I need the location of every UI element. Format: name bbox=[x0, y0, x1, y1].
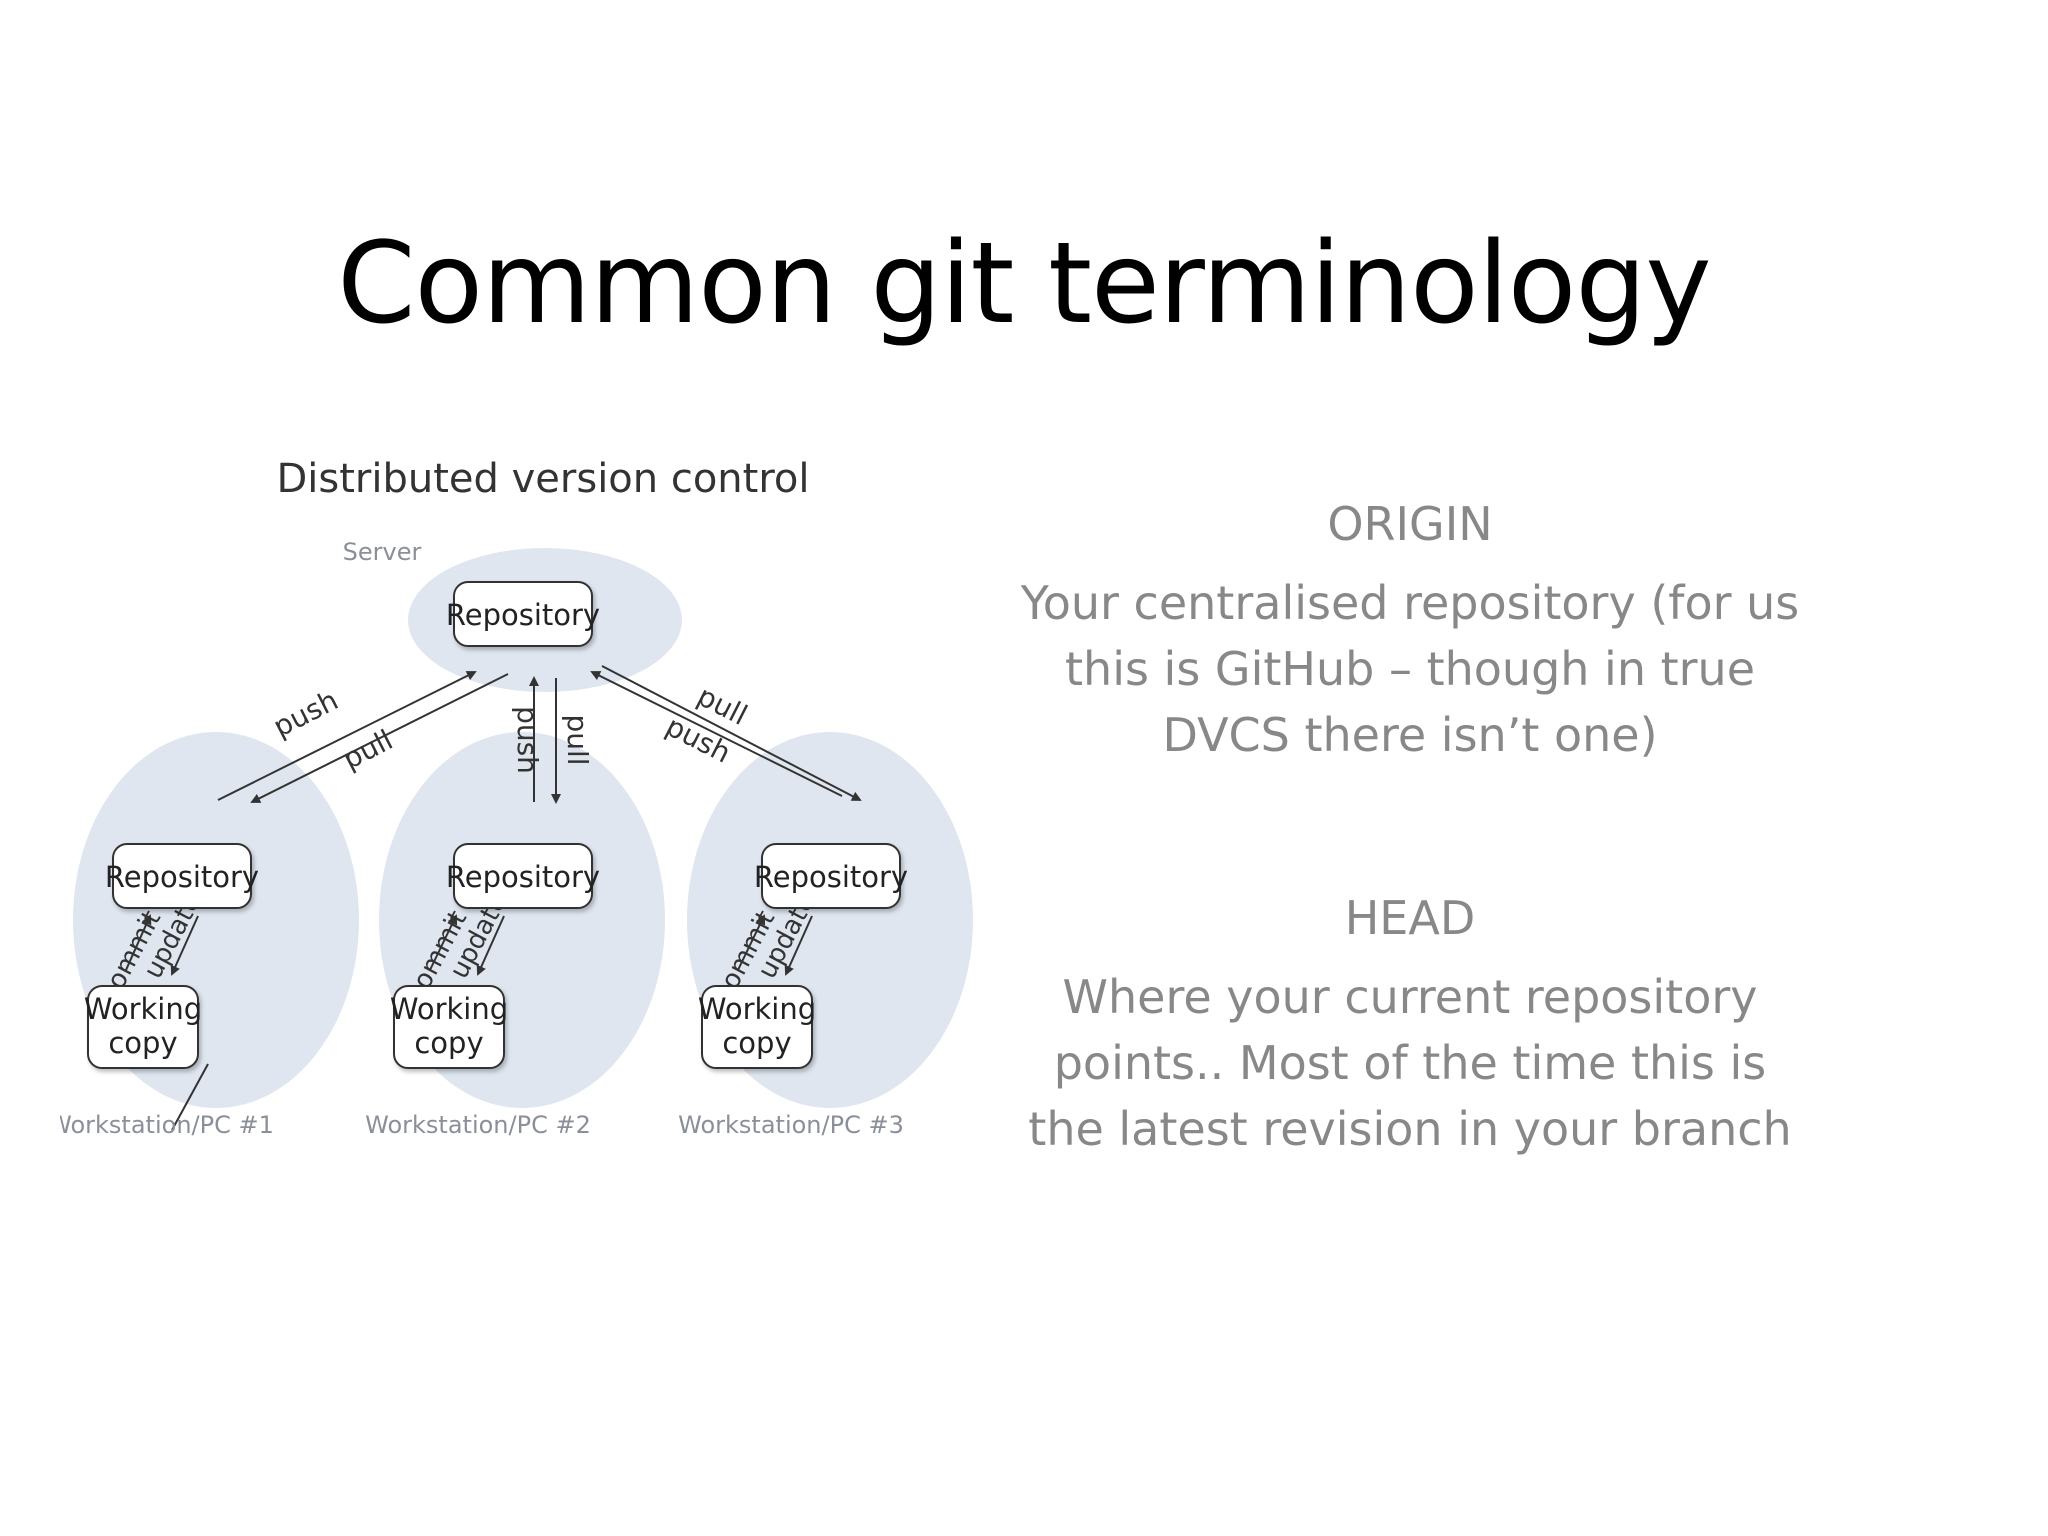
mid-pull-label: pull bbox=[561, 714, 594, 765]
ws3-update-arrow bbox=[784, 915, 813, 976]
ws2-repository-label: Repository bbox=[446, 860, 600, 894]
right-push-arrow bbox=[601, 665, 862, 801]
mid-push-label: push bbox=[511, 706, 544, 774]
ws2-working-copy-box bbox=[393, 985, 505, 1069]
ws3-commit-arrow bbox=[737, 914, 766, 971]
ws1-working-copy-box bbox=[87, 985, 199, 1069]
slide-title: Common git terminology bbox=[337, 219, 1711, 349]
term-head: HEAD bbox=[1344, 891, 1476, 945]
ws1-repository-label: Repository bbox=[105, 860, 259, 894]
ws1-repository-box bbox=[112, 843, 252, 909]
left-pull-arrow bbox=[250, 673, 509, 803]
term-origin: ORIGIN bbox=[1327, 497, 1493, 551]
ws1-commit-arrow bbox=[125, 914, 152, 971]
dvcs-diagram-svg: Distributed version control Server push … bbox=[60, 456, 973, 1139]
ws3-caption: Workstation/PC #3 bbox=[678, 1111, 904, 1139]
ws2-caption: Workstation/PC #2 bbox=[365, 1111, 591, 1139]
server-repository-label: Repository bbox=[446, 598, 600, 632]
ws1-working-copy-line1: Working bbox=[84, 992, 202, 1026]
server-caption: Server bbox=[343, 538, 422, 566]
ws3-repository-label: Repository bbox=[754, 860, 908, 894]
ws2-update-arrow bbox=[476, 915, 505, 976]
ws2-working-copy-line2: copy bbox=[414, 1026, 483, 1060]
ws3-working-copy-line2: copy bbox=[722, 1026, 791, 1060]
ws3-repository-box bbox=[761, 843, 901, 909]
head-desc-line1: Where your current repository bbox=[1062, 970, 1758, 1024]
ws1-commit-line bbox=[171, 1063, 209, 1131]
left-push-label: push bbox=[268, 683, 343, 743]
head-desc-line3: the latest revision in your branch bbox=[1028, 1102, 1792, 1156]
ws3-working-copy-line1: Working bbox=[698, 992, 816, 1026]
origin-desc-line3: DVCS there isn’t one) bbox=[1162, 708, 1658, 762]
ws2-repository-box bbox=[453, 843, 593, 909]
diagram-title: Distributed version control bbox=[276, 456, 809, 502]
head-desc-line2: points.. Most of the time this is bbox=[1053, 1036, 1767, 1090]
origin-desc-line1: Your centralised repository (for us bbox=[1020, 576, 1800, 630]
left-pull-label: pull bbox=[337, 723, 397, 776]
terminology-notes: ORIGIN Your centralised repository (for … bbox=[1010, 492, 1810, 1162]
ws3-working-copy-box bbox=[701, 985, 813, 1069]
ws2-working-copy-line1: Working bbox=[390, 992, 508, 1026]
ws1-update-arrow bbox=[170, 915, 199, 976]
server-repository-box bbox=[453, 581, 593, 647]
ws2-commit-arrow bbox=[429, 914, 458, 971]
right-pull-arrow bbox=[590, 671, 843, 797]
origin-desc-line2: this is GitHub – though in true bbox=[1065, 642, 1755, 696]
ws1-caption: Workstation/PC #1 bbox=[60, 1111, 274, 1139]
dvcs-diagram: Distributed version control Server push … bbox=[60, 450, 990, 1170]
left-push-arrow bbox=[217, 671, 477, 801]
ws1-working-copy-line2: copy bbox=[108, 1026, 177, 1060]
